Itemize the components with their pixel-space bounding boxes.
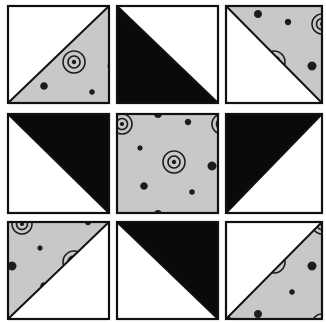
quilt-square-top-center	[117, 6, 218, 103]
quilt-square-middle-left	[8, 114, 109, 213]
quilt-square-bottom-center	[117, 222, 218, 319]
square-fill	[117, 114, 218, 213]
quilt-square-top-right	[226, 6, 322, 103]
quilt-square-top-left	[8, 6, 109, 103]
quilt-square-bottom-right	[226, 222, 322, 319]
squares-layer	[8, 6, 322, 319]
quilt-square-center	[117, 114, 218, 213]
quilt-square-middle-right	[226, 114, 322, 213]
quilt-square-bottom-left	[8, 222, 109, 319]
